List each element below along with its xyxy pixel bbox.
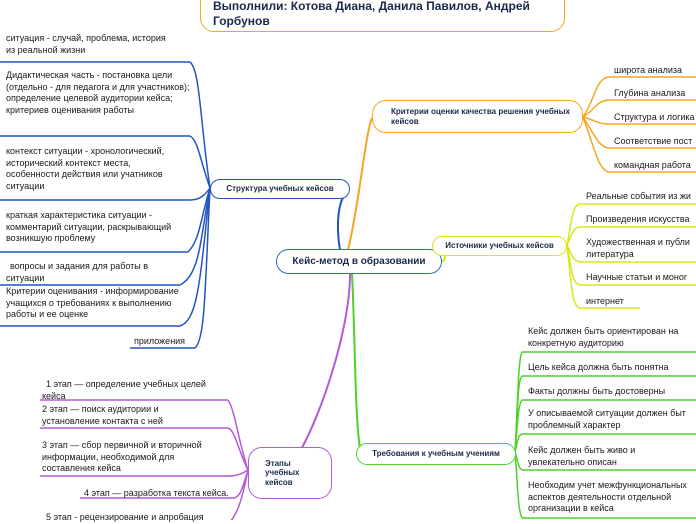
requirements-item-1[interactable]: Кейс должен быть ориентирован на конкрет… [528, 326, 679, 348]
branch-requirements-label: Требования к учебным учениям [372, 449, 500, 459]
branch-criteria[interactable]: Критерии оценки качества решения учебных… [372, 100, 583, 133]
stage-item-4[interactable]: 4 этап — разработка текста кейса. [84, 488, 229, 498]
criteria-item-4[interactable]: Соответствие пост [614, 136, 693, 146]
branch-requirements[interactable]: Требования к учебным учениям [356, 443, 516, 465]
authors-text: Выполнили: Котова Диана, Данила Павилов,… [213, 0, 530, 28]
sources-item-3[interactable]: Художественная и публи литература [586, 237, 690, 259]
structure-item-1[interactable]: ситуация - случай, проблема, история из … [6, 33, 166, 55]
structure-item-7[interactable]: приложения [134, 336, 186, 346]
sources-item-1[interactable]: Реальные события из жи [586, 191, 691, 201]
criteria-item-1[interactable]: широта анализа [614, 65, 682, 75]
criteria-item-3[interactable]: Структура и логика [614, 112, 695, 122]
sources-connectors [566, 203, 696, 309]
branch-sources[interactable]: Источники учебных кейсов [432, 236, 567, 256]
branch-stages[interactable]: Этапы учебных кейсов [248, 447, 332, 499]
requirements-connectors [514, 351, 696, 519]
stage-item-1[interactable]: 1 этап — определение учебных целей кейса [42, 379, 206, 401]
connector-requirements [351, 273, 361, 449]
central-topic[interactable]: Кейс-метод в образовании [276, 249, 442, 274]
structure-connectors [0, 61, 211, 349]
criteria-item-5[interactable]: командная работа [614, 160, 691, 170]
sources-item-4[interactable]: Научные статьи и моног [586, 272, 688, 282]
requirements-item-6[interactable]: Необходим учет межфункциональных аспекто… [528, 480, 687, 514]
sources-item-2[interactable]: Произведения искусства [586, 214, 690, 224]
branch-structure-label: Структура учебных кейсов [226, 184, 334, 194]
branch-sources-label: Источники учебных кейсов [445, 241, 554, 251]
stage-item-5[interactable]: 5 этап - рецензирование и апробация [46, 512, 204, 522]
stages-connectors [40, 399, 249, 520]
branch-criteria-label: Критерии оценки качества решения учебных… [391, 106, 570, 126]
branch-stages-label: Этапы учебных кейсов [265, 458, 300, 487]
connector-structure [336, 194, 346, 251]
requirements-item-4[interactable]: У описываемой ситуации должен быт пробле… [528, 408, 686, 430]
structure-item-4[interactable]: краткая характеристика ситуации - коммен… [6, 210, 172, 244]
branch-structure[interactable]: Структура учебных кейсов [210, 179, 350, 199]
stage-item-3[interactable]: 3 этап — сбор первичной и вторичной инфо… [42, 440, 202, 474]
structure-item-3[interactable]: контекст ситуации - хронологический, ист… [6, 146, 165, 192]
authors-box[interactable]: Выполнили: Котова Диана, Данила Павилов,… [200, 0, 565, 32]
criteria-item-2[interactable]: Глубина анализа [614, 88, 686, 98]
requirements-item-3[interactable]: Факты должны быть достоверны [528, 386, 666, 396]
connector-stages [294, 273, 351, 461]
requirements-item-2[interactable]: Цель кейса должна быть понятна [528, 362, 669, 372]
requirements-item-5[interactable]: Кейс должен быть живо и увлекательно опи… [528, 445, 636, 467]
structure-item-5[interactable]: вопросы и задания для работы в ситуации [6, 261, 149, 283]
structure-item-2[interactable]: Дидактическая часть - постановка цели (о… [6, 70, 190, 116]
stage-item-2[interactable]: 2 этап — поиск аудитории и установление … [42, 404, 163, 426]
structure-item-6[interactable]: Критерии оценивания - информирование уча… [6, 286, 179, 320]
connector-criteria [347, 117, 373, 251]
criteria-connectors [582, 76, 696, 173]
central-topic-label: Кейс-метод в образовании [292, 255, 426, 267]
sources-item-5[interactable]: интернет [586, 296, 624, 306]
